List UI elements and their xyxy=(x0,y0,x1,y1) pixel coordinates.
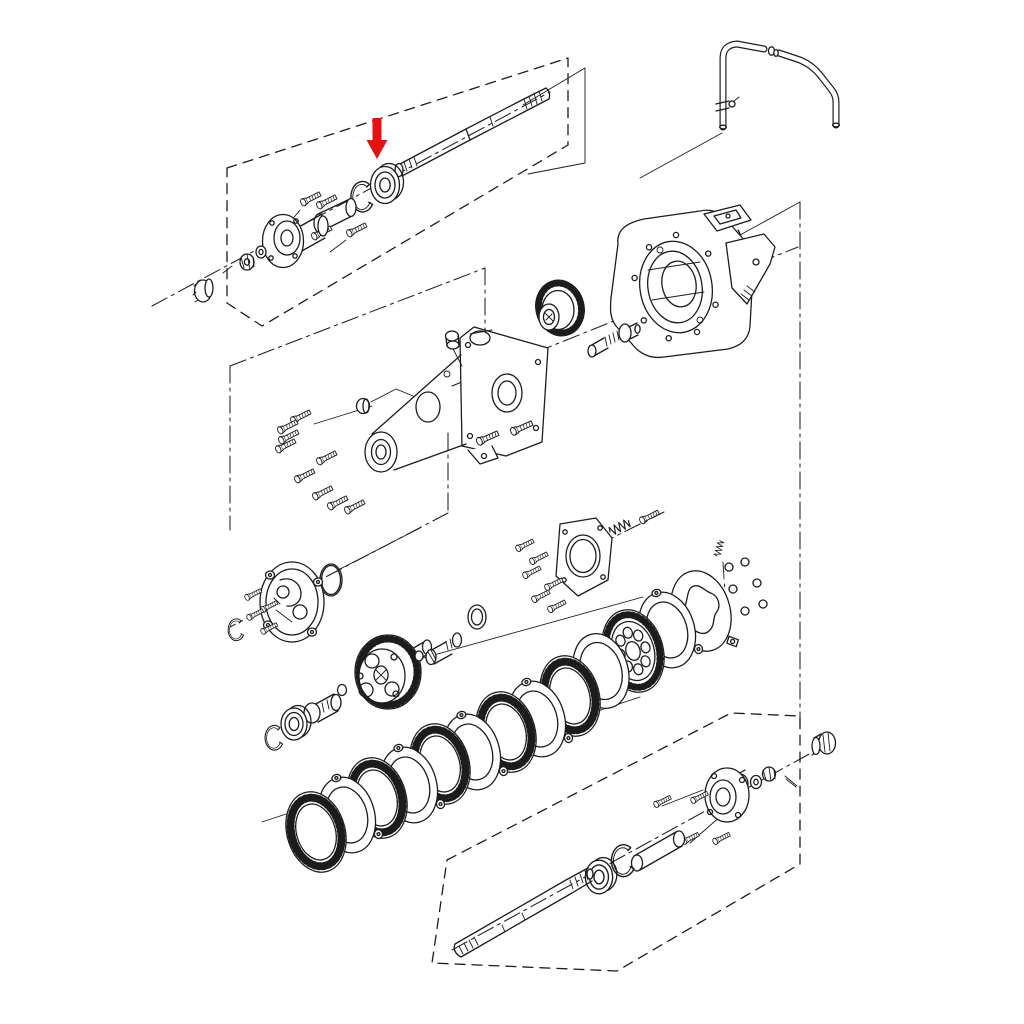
filler-plug xyxy=(444,330,463,367)
panel-rear-output-shaft-group xyxy=(431,712,801,972)
case-bolt-cluster xyxy=(273,408,367,516)
rear-companion-flange xyxy=(704,767,750,823)
end-cap xyxy=(811,731,837,756)
red-arrow-marker xyxy=(366,118,388,159)
drive-gear xyxy=(535,279,585,337)
clutch-pack xyxy=(277,562,742,880)
flange-washer xyxy=(749,774,763,790)
return-spring xyxy=(607,517,632,537)
clutch-adapter-housing xyxy=(609,209,755,359)
retainer-plate xyxy=(555,517,613,597)
mounting-bracket-top xyxy=(703,204,752,232)
check-spring xyxy=(713,539,725,558)
sun-gear-shaft xyxy=(414,632,463,666)
breather-hose xyxy=(718,40,841,131)
mounting-bracket xyxy=(725,233,776,305)
retaining-ring xyxy=(264,724,284,751)
cotter-pin xyxy=(784,775,798,788)
companion-flange-front xyxy=(261,213,329,269)
hose-clamp xyxy=(715,96,740,112)
washer xyxy=(255,245,267,259)
rear-output-shaft xyxy=(453,867,594,958)
cup-plug xyxy=(355,397,371,415)
speedometer-drive-shaft xyxy=(587,322,641,358)
check-balls xyxy=(724,557,768,616)
lock-nut xyxy=(239,253,255,271)
front-output-shaft-bearing xyxy=(369,162,405,205)
panel-front-output-shaft-group xyxy=(226,57,569,327)
flange-nut xyxy=(761,766,777,782)
bearing-spacer-tube xyxy=(630,830,686,872)
thrust-ring xyxy=(467,604,487,630)
dust-cap xyxy=(192,265,233,303)
planetary-carrier xyxy=(354,634,433,710)
check-plug xyxy=(638,508,661,526)
pump-snap-ring xyxy=(227,618,244,642)
output-coupling xyxy=(303,683,348,724)
